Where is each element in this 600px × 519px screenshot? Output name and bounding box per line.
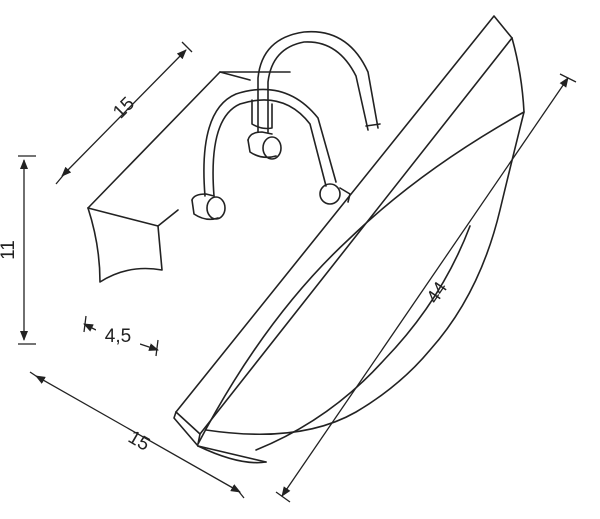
front-arm [203, 88, 337, 197]
label-height: 11 [0, 240, 19, 260]
dimension-depth-bottom [29, 371, 245, 499]
dimension-depth-top [55, 41, 193, 185]
rear-arm [257, 30, 381, 133]
label-depth-top: 15 [109, 93, 139, 123]
lamp-bar [173, 15, 525, 464]
dimension-length [275, 73, 577, 503]
label-depth-bottom: 15 [124, 427, 153, 456]
pivot-hubs [191, 99, 351, 221]
dimension-base-width [83, 315, 159, 357]
dimension-height [18, 155, 36, 345]
label-length: 44 [423, 278, 452, 308]
label-base-width: 4,5 [105, 326, 131, 347]
